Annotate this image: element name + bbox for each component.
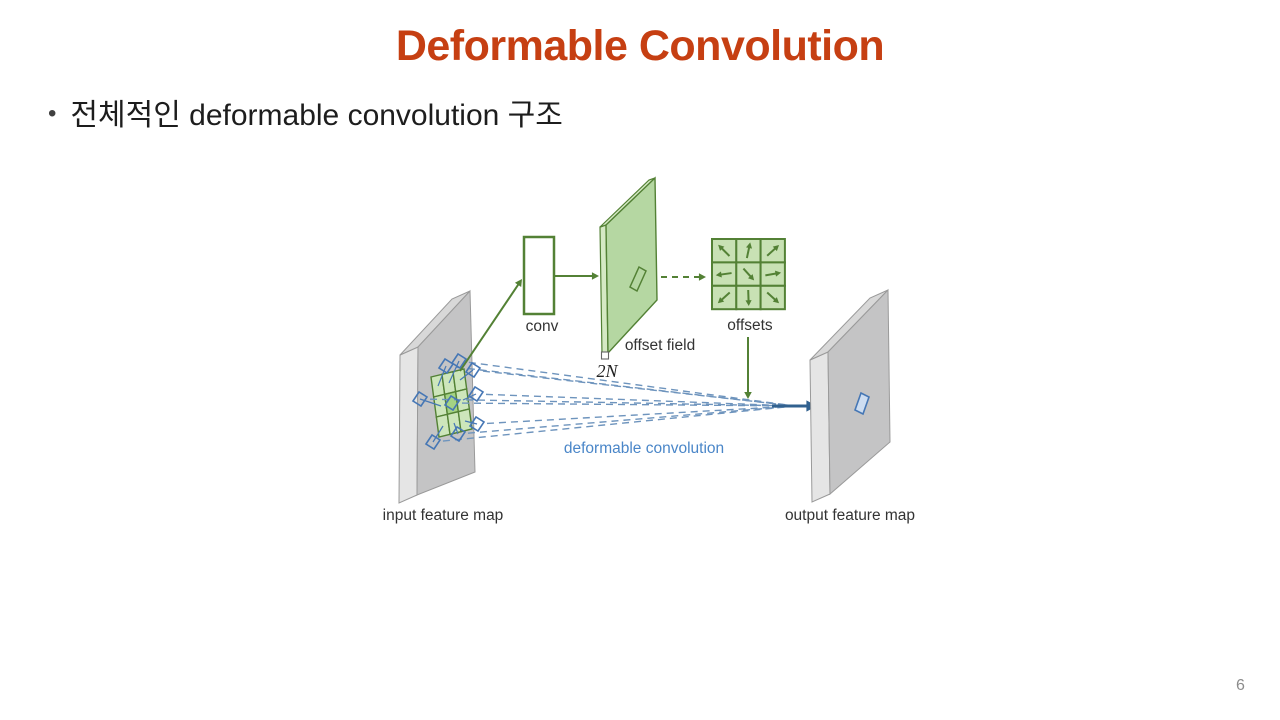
sample-connector-line xyxy=(459,369,474,381)
conv-box xyxy=(522,235,556,316)
input-grid-cell-r0c2 xyxy=(452,368,468,393)
sampling-point-quad xyxy=(467,385,485,403)
offset-direction-arrow-r2c2-head xyxy=(772,297,780,304)
deformable-sampling-ray xyxy=(442,405,796,442)
deformable-sampling-ray xyxy=(461,402,796,407)
offset-direction-arrow-r2c1-head xyxy=(745,300,752,306)
offset-direction-arrow-r2c0-head xyxy=(717,297,725,304)
offset-direction-arrow-r0c2-shaft xyxy=(766,247,776,257)
sampling-point-quad xyxy=(468,415,486,433)
deformable-convolution-diagram: conv offset field 2N offsets deformable … xyxy=(383,176,915,524)
offsets-to-convolution-arrow-head xyxy=(744,391,752,399)
bullet-line: • 전체적인 deformable convolution 구조 xyxy=(48,90,563,134)
offset-field-to-offsets-arrow-head xyxy=(698,273,706,281)
deformable-sampling-ray xyxy=(482,370,796,407)
deformable-sampling-ray xyxy=(455,366,796,407)
offset-direction-arrow-r0c0-shaft xyxy=(721,247,731,257)
input-feature-map-label: input feature map xyxy=(383,507,504,524)
offset-direction-arrow-r1c0-head xyxy=(715,271,722,278)
sample-connector-line xyxy=(419,398,442,407)
offset-field-kernel-quad xyxy=(629,265,647,293)
input-to-conv-arrow-head xyxy=(514,279,522,287)
offsets-grid xyxy=(711,238,786,311)
offset-direction-arrow-r2c2-shaft xyxy=(766,291,776,301)
offsets-label: offsets xyxy=(727,317,773,334)
output-feature-map xyxy=(809,288,891,503)
sample-connector-line xyxy=(464,420,478,425)
sampling-point-quad xyxy=(449,425,467,443)
sampling-point-quad xyxy=(424,433,442,451)
sampling-point-quad xyxy=(450,352,468,370)
offset-direction-arrow-r0c1-head xyxy=(746,242,753,249)
offset-direction-arrow-r0c2-head xyxy=(772,245,780,252)
offset-direction-arrow-r0c1-shaft xyxy=(745,247,751,259)
bullet-marker: • xyxy=(48,100,57,127)
page-title: Deformable Convolution xyxy=(395,22,885,70)
offset-field-plane xyxy=(599,176,658,360)
deformable-sampling-ray xyxy=(468,361,796,407)
sampling-point-quad xyxy=(443,394,461,412)
sample-connector-line xyxy=(437,365,447,387)
deformable-sampling-ray xyxy=(467,405,796,434)
sampling-point-quad xyxy=(464,361,482,379)
deformable-sampling-ray xyxy=(485,393,796,407)
sample-connector-line xyxy=(432,425,444,443)
offset-direction-arrow-r2c0-shaft xyxy=(721,291,731,301)
conv-label: conv xyxy=(526,318,559,335)
sampling-point-quad xyxy=(411,390,429,408)
input-to-conv-arrow-shaft xyxy=(459,283,520,372)
sample-connector-line xyxy=(448,360,460,384)
offset-direction-arrow-r0c0-head xyxy=(718,244,725,251)
offset-direction-arrow-r1c1-shaft xyxy=(742,267,752,278)
offset-direction-arrow-r1c0-shaft xyxy=(720,272,732,276)
output-position-quad xyxy=(854,391,870,416)
channel-count-label: 2N xyxy=(596,361,618,381)
channel-depth-marker xyxy=(600,351,610,360)
arrow-layer xyxy=(459,272,817,412)
deformable-sampling-layer xyxy=(411,352,796,451)
offset-direction-arrow-r1c2-head xyxy=(774,270,782,277)
offset-direction-arrow-r1c1-head xyxy=(748,274,755,281)
deformable-convolution-label: deformable convolution xyxy=(564,440,724,457)
conv-to-offset-field-arrow-head xyxy=(591,272,599,280)
page-number: 6 xyxy=(1236,677,1245,694)
bullet-text: 전체적인 deformable convolution 구조 xyxy=(70,99,563,132)
input-slab-side xyxy=(398,346,419,504)
offset-direction-arrow-r1c2-shaft xyxy=(765,272,777,277)
deformable-sampling-ray xyxy=(486,405,796,425)
deformable-sampling-ray xyxy=(429,398,796,407)
input-grid-cell-r2c2 xyxy=(457,408,473,433)
output-feature-map-label: output feature map xyxy=(785,507,915,524)
output-slab-front xyxy=(827,288,891,496)
output-slab-side xyxy=(809,351,831,503)
offset-field-front xyxy=(605,176,658,355)
offset-field-label: offset field xyxy=(625,337,695,354)
